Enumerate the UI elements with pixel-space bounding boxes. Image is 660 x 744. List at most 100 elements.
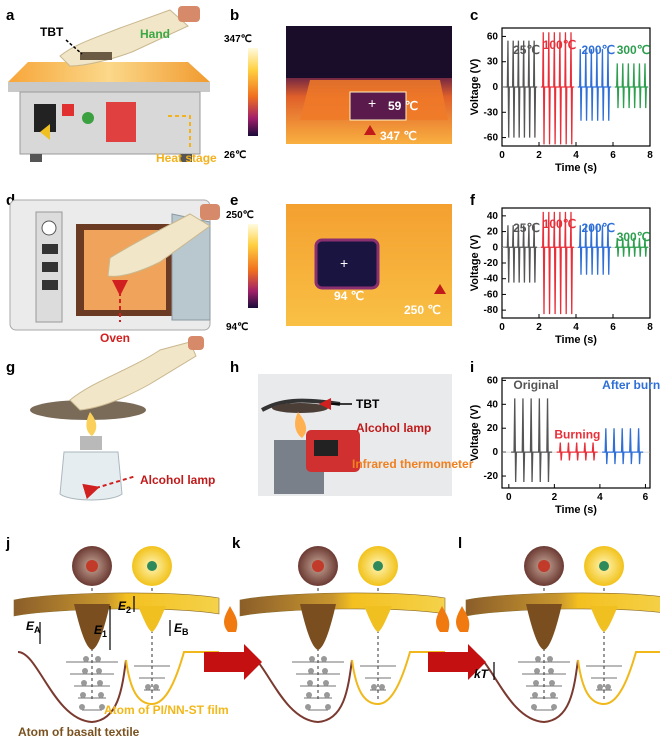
- panel-g: g Alcohol lamp: [6, 336, 215, 501]
- color-scale: [248, 48, 258, 136]
- electron-icon: [82, 668, 88, 674]
- electron-icon: [371, 684, 377, 690]
- spot-temp-low-e: 94 ℃: [334, 289, 364, 303]
- electron-icon: [309, 656, 315, 662]
- y-tick-label-i: -20: [484, 471, 499, 482]
- panel-f-label: f: [470, 192, 476, 209]
- series-line-c-3: [614, 63, 649, 109]
- panel-e-label: e: [230, 192, 238, 209]
- panel-b-label: b: [230, 7, 239, 24]
- x-tick-label-f: 8: [647, 322, 653, 333]
- spot-temp-high-e: 250 ℃: [404, 303, 441, 317]
- series-line-c-2: [577, 49, 612, 121]
- contact-surface: [465, 592, 660, 617]
- series-label-f-1: 100℃: [543, 217, 577, 231]
- x-axis-label-i: Time (s): [555, 504, 597, 516]
- tbt-label-h: TBT: [356, 397, 380, 411]
- electron-icon: [306, 692, 312, 698]
- basalt-nucleus-icon: [538, 560, 550, 572]
- x-axis-label-c: Time (s): [555, 162, 597, 174]
- y-tick-label-c: 0: [492, 82, 498, 93]
- energy-label-eb: EB: [174, 621, 189, 637]
- y-tick-label-f: 20: [487, 227, 499, 238]
- atom-basalt-label: Atom of basalt textile: [18, 725, 140, 739]
- contact-surface: [239, 592, 446, 617]
- transition-arrow-2: [428, 644, 486, 680]
- series-line-c-1: [540, 32, 575, 145]
- electron-icon: [531, 704, 537, 710]
- x-tick-label-c: 0: [499, 150, 505, 161]
- crosshair-b: +: [368, 95, 376, 111]
- tbt-label: TBT: [40, 25, 64, 39]
- series-label-f-2: 200℃: [582, 221, 616, 235]
- electron-icon: [597, 684, 603, 690]
- x-tick-label-i: 4: [597, 492, 603, 503]
- energy-label-e1: E1: [94, 623, 107, 639]
- series-label-c-2: 200℃: [582, 43, 616, 57]
- series-label-c-3: 300℃: [617, 43, 651, 57]
- basalt-potential-well: [469, 651, 579, 724]
- electron-icon: [550, 692, 556, 698]
- y-tick-label-i: 60: [487, 375, 499, 386]
- oven-label: Oven: [100, 331, 130, 345]
- electron-icon: [83, 656, 89, 662]
- electron-icon: [307, 680, 313, 686]
- electron-icon: [321, 656, 327, 662]
- electron-icon: [79, 704, 85, 710]
- panel-l-label: l: [458, 535, 462, 552]
- panel-g-label: g: [6, 359, 15, 376]
- electron-icon: [153, 684, 159, 690]
- panel-d: d Oven: [6, 192, 220, 345]
- x-tick-label-c: 6: [610, 150, 616, 161]
- mechanism-panels: [13, 546, 660, 724]
- pi-nucleus-icon: [147, 561, 157, 571]
- x-tick-label-i: 2: [552, 492, 558, 503]
- series-line-f-0: [505, 225, 538, 283]
- basalt-well-funnel: [300, 604, 336, 650]
- series-label-i-1: Burning: [554, 428, 600, 442]
- electron-icon: [532, 692, 538, 698]
- basalt-potential-well: [17, 651, 127, 724]
- scale-max-e: 250℃: [226, 210, 254, 221]
- x-tick-label-c: 2: [536, 150, 542, 161]
- panel-a: a TBT Hand Heat stage: [6, 6, 217, 165]
- mechanism-panel-k: [239, 546, 446, 724]
- pi-potential-well: [125, 651, 219, 706]
- spot-temp-low-b: 59 ℃: [388, 99, 418, 113]
- pi-well-funnel: [590, 606, 618, 632]
- x-tick-label-f: 2: [536, 322, 542, 333]
- heat-stage-label: Heat stage: [156, 151, 217, 165]
- electron-icon: [305, 704, 311, 710]
- x-axis-label-f: Time (s): [555, 334, 597, 346]
- x-tick-label-c: 4: [573, 150, 579, 161]
- electron-icon: [535, 656, 541, 662]
- x-tick-label-f: 4: [573, 322, 579, 333]
- electron-icon: [97, 680, 103, 686]
- pi-nucleus-icon: [373, 561, 383, 571]
- flame-icon-1: [224, 606, 238, 632]
- series-line-f-2: [577, 225, 612, 275]
- electron-icon: [322, 668, 328, 674]
- panel-k-label: k: [232, 535, 241, 552]
- x-tick-label-i: 0: [506, 492, 512, 503]
- y-tick-label-f: 0: [492, 242, 498, 253]
- panel-e: e 250℃ 94℃ + 94 ℃ 250 ℃: [226, 192, 452, 333]
- kt-label: kT: [474, 667, 490, 681]
- y-tick-label-f: 40: [487, 211, 499, 222]
- tbt-sample-g: [30, 400, 146, 420]
- series-label-c-0: 25℃: [513, 43, 540, 57]
- electron-icon: [80, 692, 86, 698]
- electron-icon: [605, 684, 611, 690]
- flame-icon-2a: [436, 606, 450, 632]
- panel-i-label: i: [470, 359, 474, 376]
- series-line-i-2: [602, 428, 644, 465]
- series-label-c-1: 100℃: [543, 38, 577, 52]
- plot-frame-i: [501, 377, 651, 489]
- y-axis-label-c: Voltage (V): [469, 58, 481, 115]
- y-tick-label-i: 0: [492, 447, 498, 458]
- series-label-i-2: After burning: [602, 378, 660, 392]
- panel-c-label: c: [470, 7, 478, 24]
- electron-icon: [95, 656, 101, 662]
